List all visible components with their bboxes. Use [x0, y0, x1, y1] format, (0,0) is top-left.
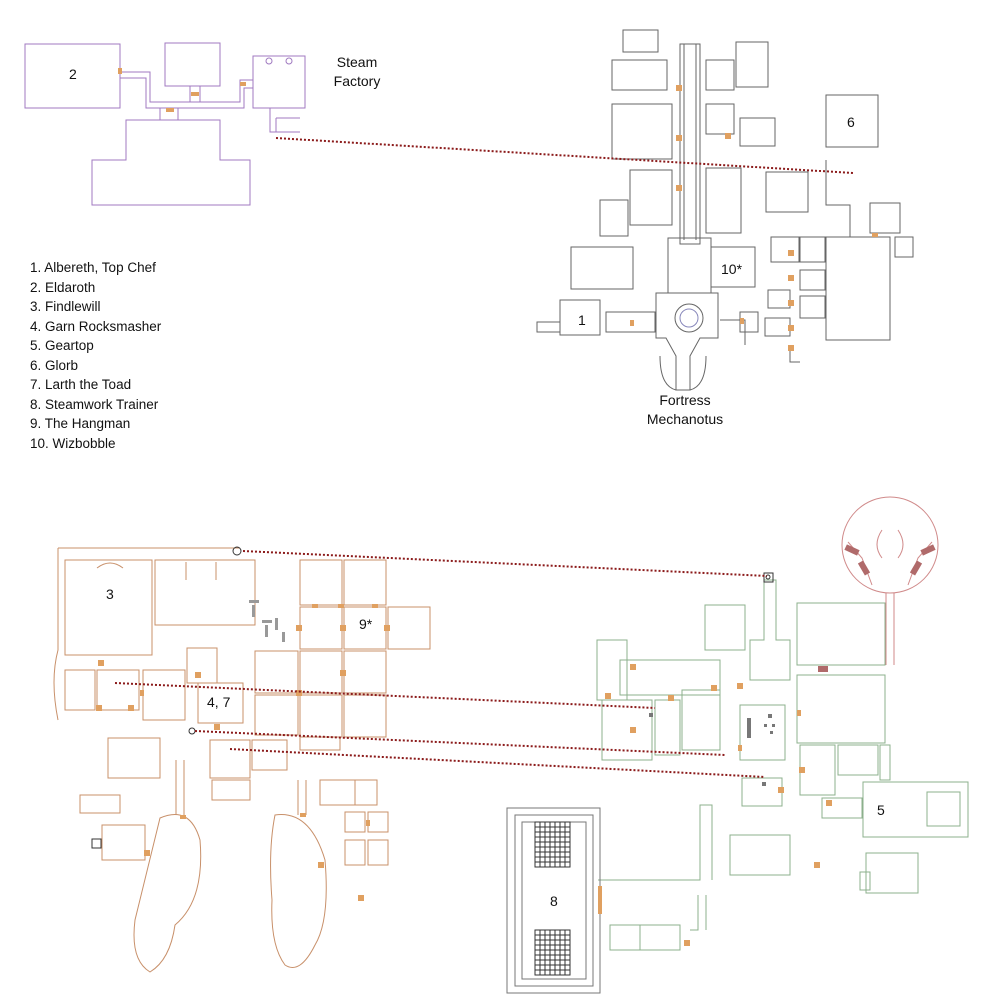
fortress-map	[536, 29, 914, 391]
legend-item: 3. Findlewill	[30, 299, 101, 314]
west-complex-details	[249, 600, 285, 642]
connector-west-to-east-b	[194, 730, 726, 756]
dome-map	[841, 496, 939, 665]
marker-1: 1	[578, 312, 586, 328]
connector-steam-factory-to-fortress	[275, 137, 854, 174]
legend-item: 1. Albereth, Top Chef	[30, 260, 156, 275]
steam-factory-label: Steam Factory	[332, 53, 382, 91]
legend-item: 4. Garn Rocksmasher	[30, 318, 162, 334]
steam-factory-map	[24, 42, 306, 206]
legend-item: 2. Eldaroth	[30, 279, 96, 295]
marker-5: 5	[877, 802, 885, 818]
room-geartop	[862, 781, 969, 838]
trainer-hall-door	[598, 886, 602, 914]
legend-item: 7. Larth the Toad	[30, 377, 132, 392]
fortress-label-line1: Fortress	[659, 392, 711, 408]
dome-gears	[818, 544, 936, 672]
legend-item: 6. Glorb	[30, 357, 79, 373]
west-complex-map	[53, 547, 431, 973]
legend-item: 8. Steamwork Trainer	[30, 396, 159, 412]
marker-9: 9*	[359, 616, 373, 632]
east-complex-doors	[605, 664, 832, 946]
marker-4-7: 4, 7	[207, 694, 231, 710]
room-findlewill	[64, 559, 153, 656]
marker-6: 6	[847, 114, 855, 130]
npc-legend: 1. Albereth, Top Chef 2. Eldaroth 3. Fin…	[30, 258, 161, 453]
fortress-label-line2: Mechanotus	[646, 411, 724, 427]
room	[252, 55, 306, 109]
west-complex-doors	[96, 604, 390, 901]
marker-2: 2	[69, 66, 77, 82]
marker-3: 3	[106, 586, 114, 602]
connector-lines	[114, 137, 854, 778]
legend-item: 10. Wizbobble	[30, 435, 116, 451]
trainer-hall-grates	[534, 821, 571, 976]
connector-west-to-east-c	[229, 748, 766, 778]
east-complex-details	[649, 713, 775, 786]
steam-factory-label-line1: Steam	[336, 54, 378, 70]
legend-item: 9. The Hangman	[30, 416, 131, 431]
connector-west-to-dome-stairs	[242, 550, 768, 577]
legend-item: 5. Geartop	[30, 338, 94, 353]
steam-factory-label-line2: Factory	[333, 73, 381, 89]
fortress-label: Fortress Mechanotus	[630, 391, 740, 429]
marker-10: 10*	[721, 261, 743, 277]
fortress-doors	[630, 85, 878, 351]
marker-8: 8	[550, 893, 558, 909]
east-complex-map	[596, 579, 969, 951]
east-stairs	[763, 572, 774, 583]
steam-factory-doors	[118, 68, 246, 112]
room-eldaroth	[24, 43, 121, 109]
room	[164, 42, 221, 87]
room-garn-larth	[197, 682, 244, 724]
